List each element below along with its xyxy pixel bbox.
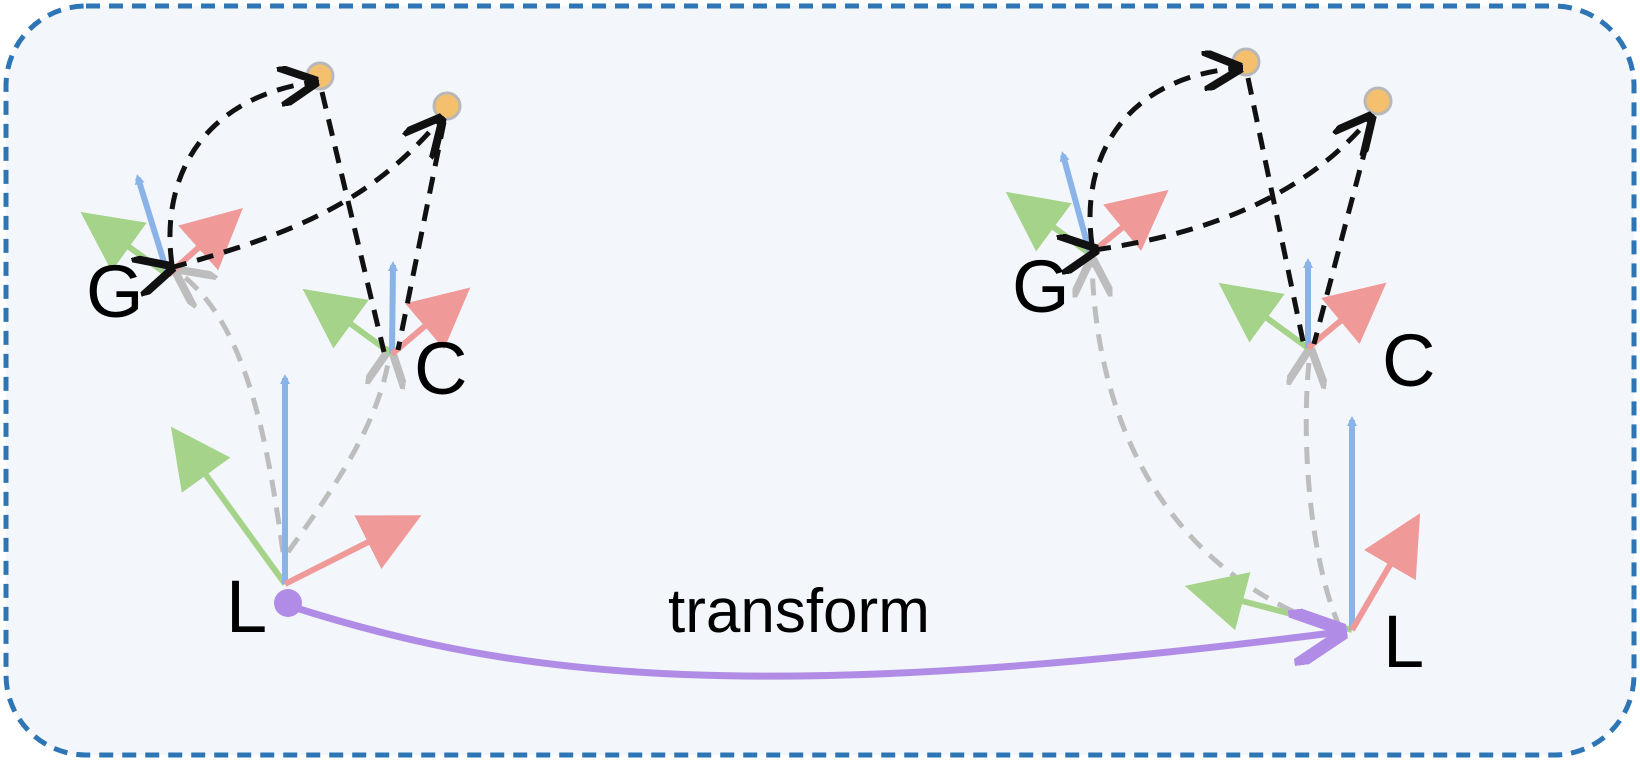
left-c-axis-blue [387, 261, 398, 355]
right-c-axis-red [1306, 282, 1387, 351]
left-label-g: G [86, 250, 144, 333]
left-label-l: L [226, 565, 267, 648]
left-l-axis-red [283, 515, 422, 587]
right-c-axis-green [1218, 282, 1310, 351]
right-dashed-g-to-dot2 [1094, 118, 1370, 250]
left-label-c: C [414, 327, 467, 410]
right-target-dot-1 [1231, 47, 1261, 77]
right-label-g: G [1012, 245, 1070, 328]
right-dashed-dot1-to-c [1245, 77, 1307, 347]
left-dashed-l-to-g [178, 272, 286, 553]
left-target-dot-2 [432, 91, 462, 121]
right-dashed-l-to-c [1306, 352, 1343, 630]
transform-caption: transform [668, 577, 930, 646]
left-dashed-l-to-c [285, 352, 390, 554]
transform-arrow [288, 602, 1340, 680]
right-l-axis-red [1349, 513, 1421, 632]
left-dashed-g-to-dot2 [170, 120, 440, 268]
right-label-l: L [1383, 600, 1424, 683]
right-target-dot-2 [1363, 86, 1393, 116]
left-l-axis-green [170, 426, 288, 586]
left-l-origin-dot [274, 589, 302, 617]
right-label-c: C [1382, 319, 1435, 402]
left-c-axis-red [390, 287, 471, 357]
left-target-dot-1 [305, 61, 335, 91]
right-dashed-l-to-g [1092, 262, 1346, 635]
